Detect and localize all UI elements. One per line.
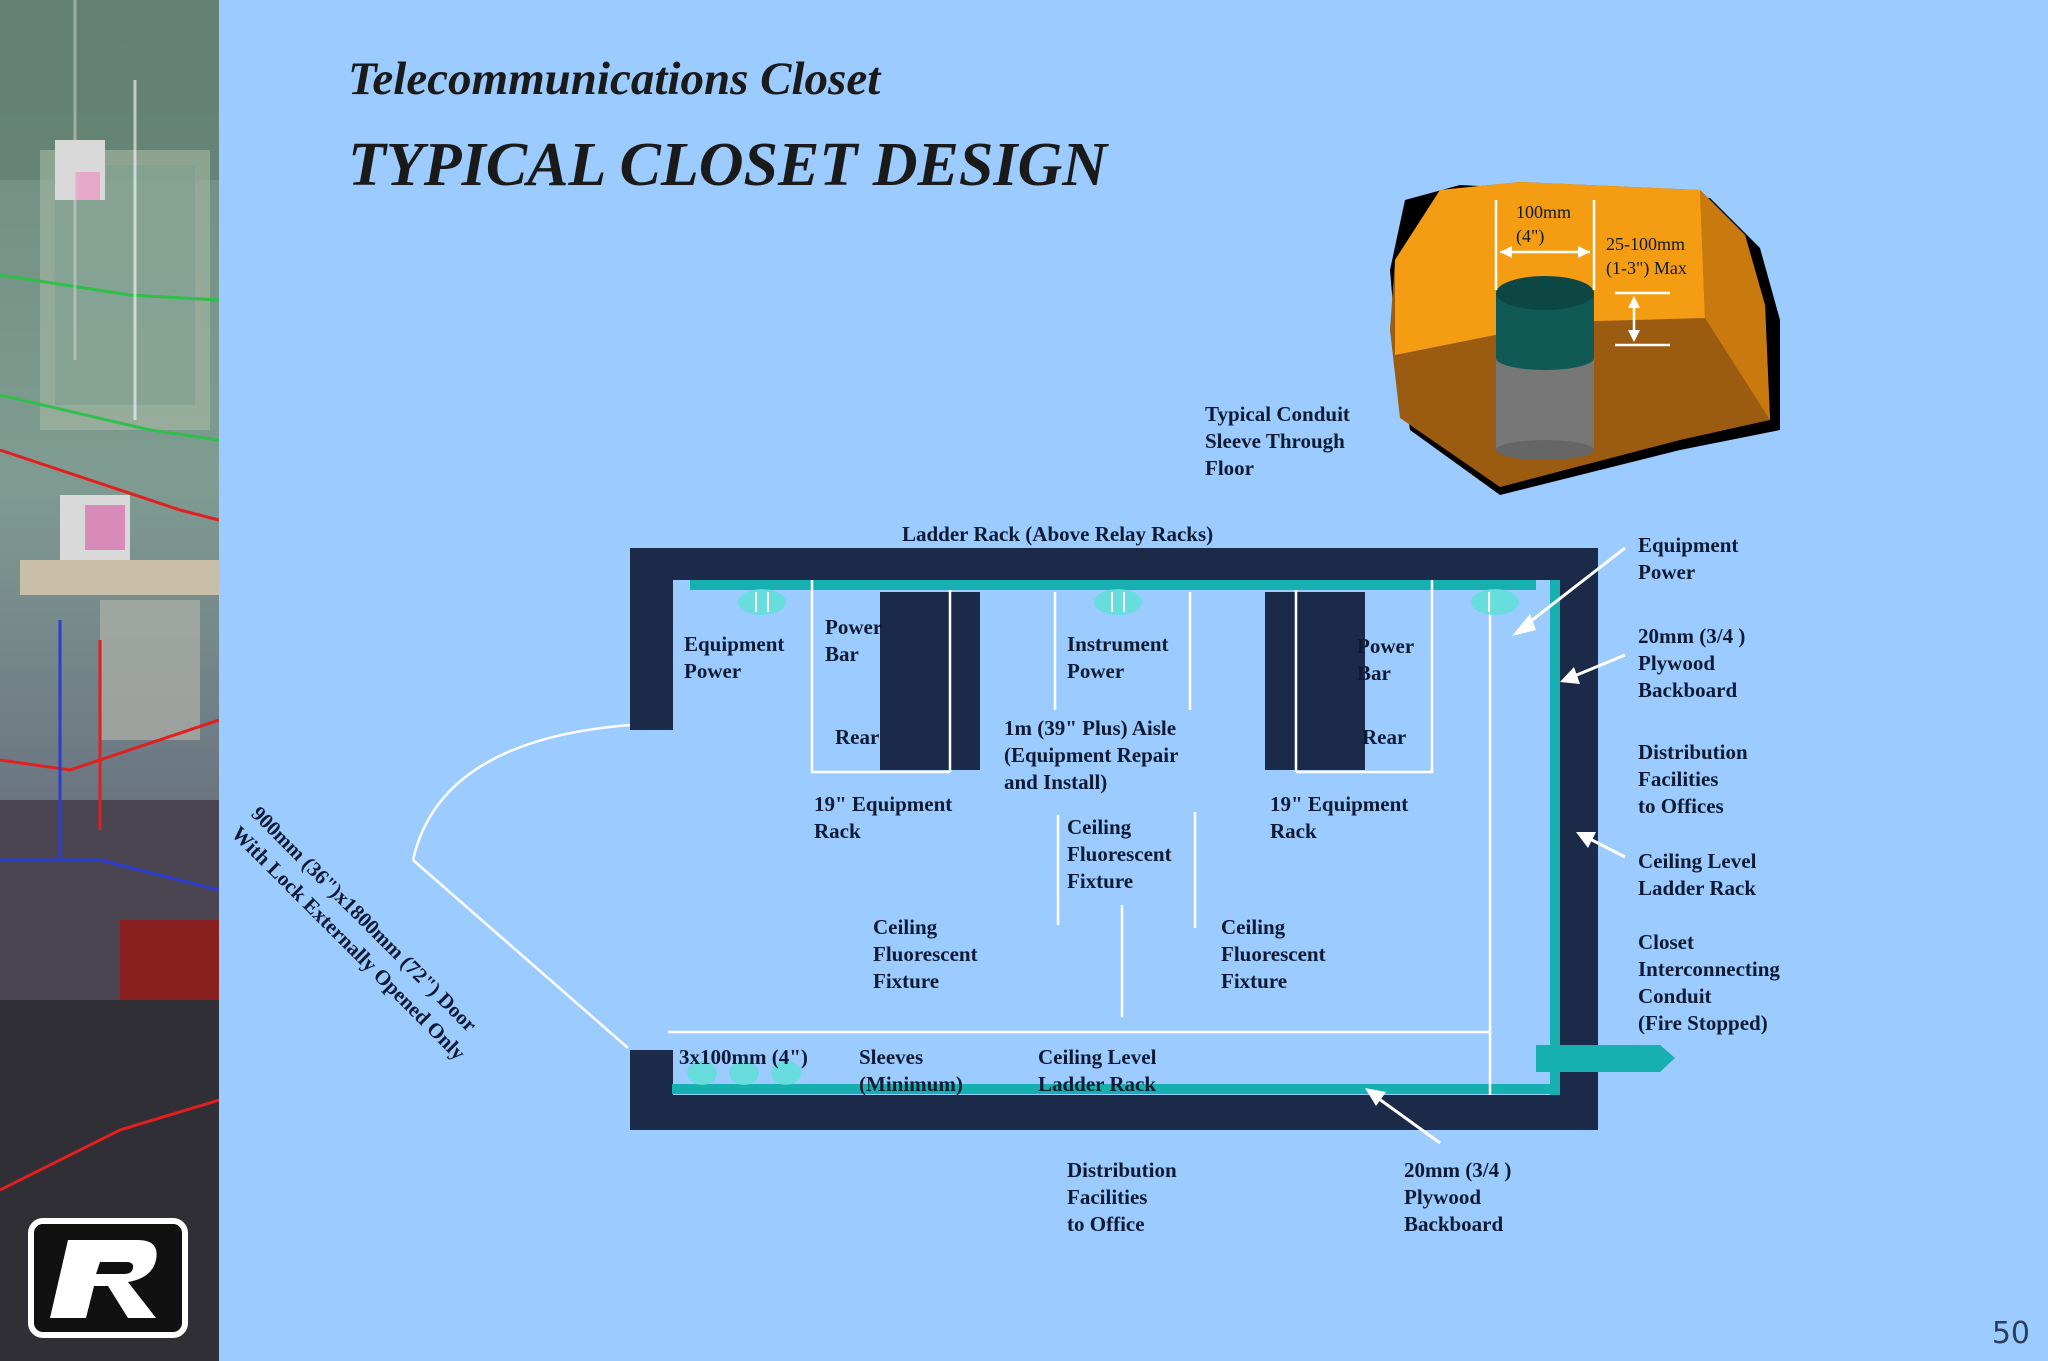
equipment-power-left-label: Equipment Power (684, 632, 785, 683)
right-distribution-label: Distribution Facilities to Offices (1638, 740, 1748, 818)
page-number: 50 (1991, 1316, 2030, 1351)
sleeves-size-label: 3x100mm (4") (679, 1045, 808, 1069)
right-plywood-label: 20mm (3/4 ) Plywood Backboard (1638, 624, 1746, 702)
slide-subtitle: Telecommunications Closet (348, 53, 881, 105)
power-bar-right-label: Power Bar (1357, 634, 1415, 685)
dist-office-label: Distribution Facilities to Office (1067, 1158, 1177, 1236)
sleeve-diameter-label: 100mm (4") (1516, 202, 1572, 246)
fixture-center-label: Ceiling Fluorescent Fixture (1067, 815, 1172, 893)
fixture-right-label: Ceiling Fluorescent Fixture (1221, 915, 1326, 993)
ladder-rack-bottom-label: Ceiling Level Ladder Rack (1038, 1045, 1157, 1096)
fixture-left-label: Ceiling Fluorescent Fixture (873, 915, 978, 993)
slide-title: TYPICAL CLOSET DESIGN (348, 131, 1108, 199)
power-outlets (687, 589, 1519, 1085)
pointer-arrows (1374, 546, 1626, 1145)
right-conduit-label: Closet Interconnecting Conduit (Fire Sto… (1638, 930, 1780, 1035)
rear-left-label: Rear (835, 725, 880, 749)
closet-walls (630, 548, 1598, 1130)
interconnecting-conduit (1536, 1045, 1675, 1072)
conduit-sleeve-detail (1390, 182, 1780, 495)
right-equipment-power-label: Equipment Power (1638, 533, 1739, 584)
rack-left-label: 19" Equipment Rack (814, 792, 953, 843)
equipment-racks (880, 592, 1365, 770)
aisle-label: 1m (39" Plus) Aisle (Equipment Repair an… (1004, 716, 1179, 794)
rear-right-label: Rear (1362, 725, 1407, 749)
sleeve-caption: Typical Conduit Sleeve Through Floor (1205, 402, 1350, 480)
sleeves-min-label: Sleeves (Minimum) (859, 1045, 963, 1096)
ladder-rack (672, 580, 1675, 1095)
right-ladder-rack-label: Ceiling Level Ladder Rack (1638, 849, 1757, 900)
rack-right-label: 19" Equipment Rack (1270, 792, 1409, 843)
power-bar-left-label: Power Bar (825, 615, 883, 666)
sleeve-height-label: 25-100mm (1-3") Max (1606, 234, 1687, 278)
side-photo-strip (0, 0, 219, 1361)
instrument-power-label: Instrument Power (1067, 632, 1169, 683)
r-logo-icon (28, 1218, 188, 1338)
plywood-bottom-label: 20mm (3/4 ) Plywood Backboard (1404, 1158, 1512, 1236)
ladder-rack-top-label: Ladder Rack (Above Relay Racks) (902, 522, 1214, 546)
